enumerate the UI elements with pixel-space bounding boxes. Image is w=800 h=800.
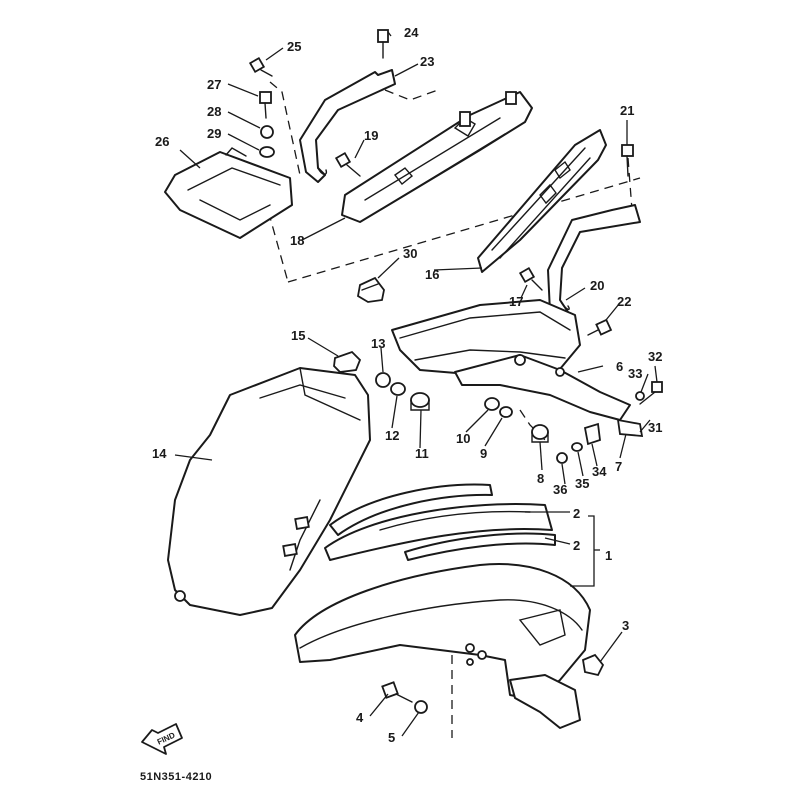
callout-4: 4 [356, 710, 364, 725]
callout-7: 7 [615, 459, 622, 474]
washer-29 [259, 146, 275, 158]
bolt-24 [377, 29, 389, 59]
callout-21: 21 [620, 103, 634, 118]
callout-23: 23 [420, 54, 434, 69]
callout-3: 3 [622, 618, 629, 633]
grab-bar-left [299, 69, 396, 183]
collar-8 [531, 424, 549, 443]
clip-30 [357, 276, 385, 303]
washer-33 [635, 391, 645, 401]
callout-2b: 2 [573, 538, 580, 553]
callout-16: 16 [425, 267, 439, 282]
bolt-31 [616, 418, 644, 438]
bolt-19 [334, 151, 361, 177]
callout-20: 20 [590, 278, 604, 293]
grab-bar-right [547, 204, 641, 323]
bolt-4 [381, 681, 413, 703]
callout-33: 33 [628, 366, 642, 381]
washer-28 [260, 125, 274, 139]
callout-34: 34 [592, 464, 607, 479]
leader-lines [174, 31, 658, 737]
hardware-items [248, 29, 663, 714]
damper-11 [410, 392, 430, 411]
callout-30: 30 [403, 246, 417, 261]
front-fender [294, 563, 591, 729]
callout-6: 6 [616, 359, 623, 374]
washer-9 [499, 406, 513, 418]
bolt-21 [621, 144, 634, 177]
wing-nut-3 [581, 653, 605, 677]
callout-35: 35 [575, 476, 589, 491]
callout-17: 17 [509, 294, 523, 309]
bolt-22 [587, 318, 613, 336]
callout-27: 27 [207, 77, 221, 92]
callout-28: 28 [207, 104, 221, 119]
rear-fender-flap [167, 367, 371, 616]
callout-9: 9 [480, 446, 487, 461]
nut-36 [556, 452, 568, 464]
washer-12 [390, 382, 406, 396]
callout-5: 5 [388, 730, 395, 745]
assembly-dashed-lines [267, 81, 641, 738]
cover-plate [164, 147, 293, 239]
plate-34 [583, 422, 601, 446]
find-arrow-icon: FIND [141, 723, 183, 755]
fender-stay [391, 299, 631, 421]
drawing-code: 51N351-4210 [140, 771, 212, 783]
callout-25: 25 [287, 39, 301, 54]
bracket-left [341, 91, 533, 223]
callout-29: 29 [207, 126, 221, 141]
callout-22: 22 [617, 294, 631, 309]
callout-12: 12 [385, 428, 399, 443]
bolt-27 [259, 91, 272, 119]
callout-1: 1 [605, 548, 612, 563]
callout-11: 11 [415, 446, 429, 461]
callout-14: 14 [152, 446, 167, 461]
callout-labels: 1 2 2 3 4 5 6 7 8 9 10 11 12 13 14 15 16… [152, 25, 662, 745]
callout-24: 24 [404, 25, 419, 40]
callout-18: 18 [290, 233, 304, 248]
callout-36: 36 [553, 482, 567, 497]
callout-10: 10 [456, 431, 470, 446]
washer-5 [414, 700, 428, 714]
washer-35 [571, 442, 583, 452]
damper-15 [333, 350, 362, 373]
callout-15: 15 [291, 328, 305, 343]
trim-strip-set [324, 483, 556, 561]
callout-32: 32 [648, 349, 662, 364]
callout-13: 13 [371, 336, 385, 351]
spacer-13 [375, 372, 391, 388]
washer-10 [484, 397, 500, 411]
callout-26: 26 [155, 134, 169, 149]
callout-2a: 2 [573, 506, 580, 521]
callout-31: 31 [648, 420, 662, 435]
callout-19: 19 [364, 128, 378, 143]
bolt-25 [248, 56, 273, 77]
callout-8: 8 [537, 471, 544, 486]
bracket-right [477, 129, 607, 273]
bolt-17 [518, 266, 543, 291]
